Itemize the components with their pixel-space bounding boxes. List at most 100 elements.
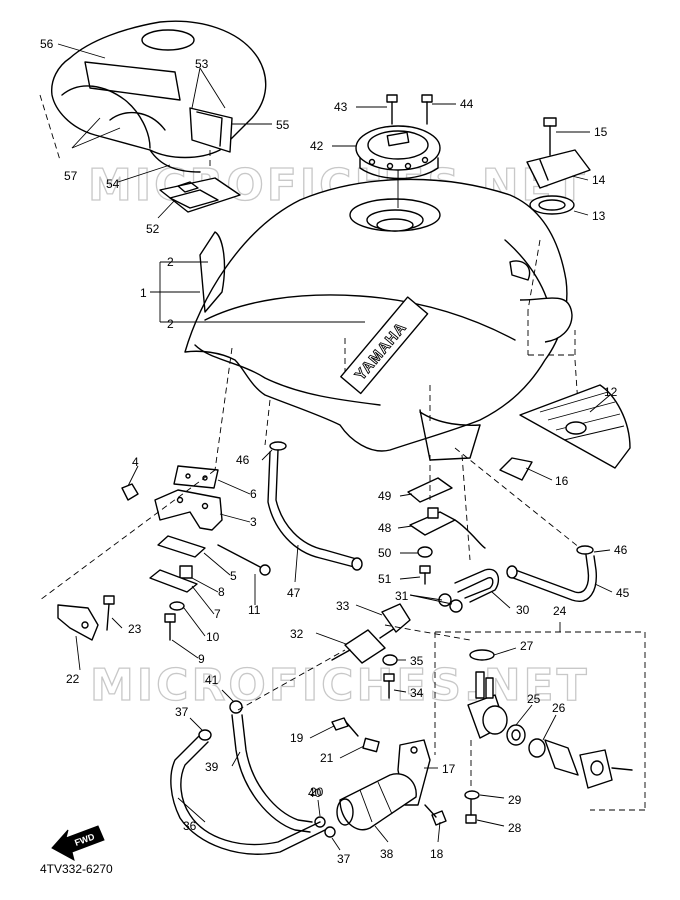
fuel-filter-32 bbox=[331, 627, 396, 664]
callout-35: 35 bbox=[410, 654, 424, 668]
bolt-9 bbox=[164, 613, 176, 641]
breather-hose-47 bbox=[267, 449, 363, 571]
callout-36: 36 bbox=[183, 819, 197, 833]
collar-50 bbox=[417, 546, 433, 558]
callout-23: 23 bbox=[128, 622, 142, 636]
gasket-25 bbox=[506, 724, 526, 746]
callout-27: 27 bbox=[520, 639, 534, 653]
callout-19: 19 bbox=[290, 731, 304, 745]
damper-5 bbox=[157, 535, 206, 558]
callout-37-upper: 37 bbox=[175, 705, 189, 719]
callout-54: 54 bbox=[106, 177, 120, 191]
bolt-18 bbox=[424, 804, 447, 826]
callout-51: 51 bbox=[378, 572, 392, 586]
fuel-cock-body bbox=[467, 671, 508, 739]
callout-9: 9 bbox=[198, 652, 205, 666]
callout-22: 22 bbox=[66, 672, 80, 686]
clip-46-right bbox=[576, 545, 594, 555]
callout-29: 29 bbox=[508, 793, 522, 807]
callout-57: 57 bbox=[64, 169, 78, 183]
callout-26: 26 bbox=[552, 701, 566, 715]
nut-35 bbox=[382, 654, 398, 666]
callout-20: 20 bbox=[310, 785, 324, 799]
watermark-bottom: MICROFICHES.NET bbox=[90, 660, 590, 711]
sender-48 bbox=[409, 507, 486, 549]
callout-1: 1 bbox=[140, 286, 147, 300]
callout-49: 49 bbox=[378, 489, 392, 503]
clips-31 bbox=[438, 593, 463, 613]
bolt-51 bbox=[419, 565, 431, 585]
bracket-3 bbox=[154, 489, 223, 531]
callout-46-left: 46 bbox=[236, 453, 250, 467]
clip-37-top bbox=[198, 729, 212, 741]
fuel-pump-38 bbox=[336, 773, 417, 831]
bracket-14 bbox=[526, 149, 591, 189]
clip-37-bottom bbox=[324, 826, 336, 838]
lever-26-group bbox=[528, 738, 633, 789]
fuel-hose-39 bbox=[231, 714, 313, 833]
callout-33: 33 bbox=[336, 599, 350, 613]
clip-41 bbox=[229, 700, 243, 714]
fuel-cap bbox=[355, 125, 441, 208]
callout-11: 11 bbox=[248, 603, 261, 617]
collar-8 bbox=[179, 565, 193, 579]
bolt-34 bbox=[383, 673, 395, 699]
callout-42: 42 bbox=[310, 139, 324, 153]
callout-6: 6 bbox=[250, 487, 257, 501]
damper-16 bbox=[499, 457, 533, 481]
cap-bolt-43 bbox=[386, 94, 398, 125]
breather-hose-45 bbox=[506, 554, 597, 602]
fuel-cock-assembly-box bbox=[434, 631, 646, 811]
callout-12: 12 bbox=[604, 385, 618, 399]
bolt-28 bbox=[465, 799, 477, 824]
callout-44: 44 bbox=[460, 97, 474, 111]
callout-47: 47 bbox=[287, 586, 301, 600]
callout-39: 39 bbox=[205, 760, 219, 774]
damper-7 bbox=[149, 569, 198, 593]
callout-50: 50 bbox=[378, 546, 392, 560]
duct-plate bbox=[159, 177, 241, 213]
grommet-13 bbox=[529, 195, 575, 215]
callout-10: 10 bbox=[206, 630, 220, 644]
callout-55: 55 bbox=[276, 118, 290, 132]
callout-25: 25 bbox=[527, 692, 541, 706]
callout-34: 34 bbox=[410, 686, 424, 700]
callout-7: 7 bbox=[214, 607, 221, 621]
reference-code: 4TV332-6270 bbox=[40, 862, 113, 876]
callout-3: 3 bbox=[250, 515, 257, 529]
stay-22 bbox=[57, 604, 99, 641]
bolt-23 bbox=[103, 595, 115, 631]
rubber-pad-12 bbox=[519, 384, 631, 469]
clip-46-left bbox=[269, 441, 287, 451]
tank-cover bbox=[39, 20, 267, 173]
callout-8: 8 bbox=[218, 585, 225, 599]
cap-bolt-44 bbox=[421, 94, 433, 125]
forward-arrow-icon: FWD bbox=[51, 825, 105, 861]
callout-14: 14 bbox=[592, 173, 606, 187]
callout-31: 31 bbox=[395, 589, 409, 603]
long-bolt-11 bbox=[217, 544, 271, 576]
callout-45: 45 bbox=[616, 586, 630, 600]
callout-18: 18 bbox=[430, 847, 444, 861]
bolt-20 bbox=[331, 717, 359, 737]
callout-16: 16 bbox=[555, 474, 569, 488]
holder-33 bbox=[381, 603, 411, 633]
callout-5: 5 bbox=[230, 569, 237, 583]
callout-30: 30 bbox=[516, 603, 530, 617]
callout-38: 38 bbox=[380, 847, 394, 861]
callout-56: 56 bbox=[40, 37, 54, 51]
callout-32: 32 bbox=[290, 627, 304, 641]
callout-52: 52 bbox=[146, 222, 160, 236]
callout-37-lower: 37 bbox=[337, 852, 351, 866]
callout-43: 43 bbox=[334, 100, 348, 114]
collar-21 bbox=[362, 737, 380, 753]
washer-29 bbox=[464, 790, 480, 800]
callout-2-upper: 2 bbox=[167, 255, 174, 269]
callout-4: 4 bbox=[132, 455, 139, 469]
callout-48: 48 bbox=[378, 521, 392, 535]
callout-28: 28 bbox=[508, 821, 522, 835]
fuel-hose-36 bbox=[170, 734, 326, 855]
washer-10 bbox=[169, 601, 185, 611]
callout-41: 41 bbox=[205, 673, 219, 687]
